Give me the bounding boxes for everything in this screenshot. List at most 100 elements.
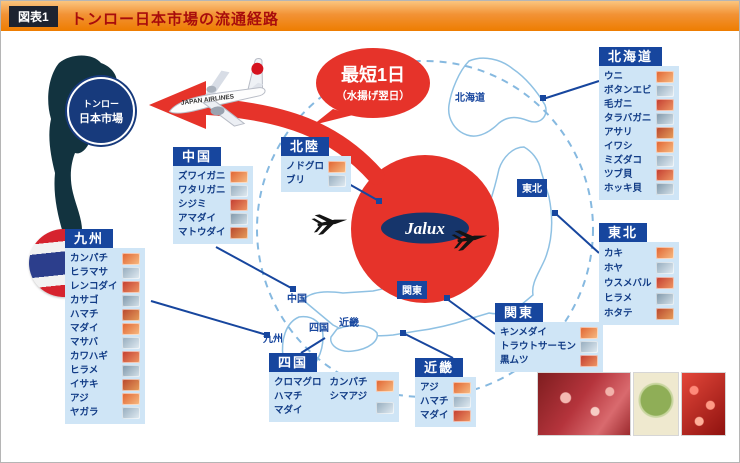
region-box-shikoku: 四国 クロマグロ ハマチ マダイ カンパチ シマアジ (269, 353, 399, 422)
food-photo (452, 381, 471, 394)
item-label: トラウトサーモン (500, 341, 577, 352)
map-label-shikoku: 四国 (309, 323, 329, 334)
food-photo-column (655, 246, 674, 321)
item-label: ズワイガニ (178, 171, 226, 182)
bubble-line1: 最短1日 (341, 64, 405, 85)
food-photo (655, 262, 674, 275)
region-box-hokkaido: 北海道 ウニ ボタンエビ 毛ガニ タラバガニ アサリ イワシ ミズダコ ツブ貝 … (599, 47, 679, 200)
bubble-line2: （水揚げ翌日） (336, 89, 410, 102)
food-photo (229, 227, 248, 240)
food-photo (328, 160, 347, 173)
item-label: ウスメバル (604, 278, 652, 289)
item-label: 毛ガニ (604, 99, 633, 110)
item-label: マトウダイ (178, 227, 226, 238)
logo-line2: 日本市場 (79, 112, 123, 125)
food-photo (655, 112, 674, 125)
item-label: ハマチ (274, 391, 303, 402)
region-title: 東北 (599, 223, 648, 242)
region-title: 四国 (269, 353, 318, 372)
item-label: ツブ貝 (604, 169, 633, 180)
food-photo (121, 252, 140, 265)
food-photo (452, 410, 471, 423)
food-photo (229, 184, 248, 197)
item-label: ホッキ貝 (604, 183, 643, 194)
food-photo (121, 266, 140, 279)
map-label-kanto: 関東 (397, 281, 427, 299)
item-label: カンパチ (70, 253, 109, 264)
item-label: アサリ (604, 127, 633, 138)
item-label: キンメダイ (500, 327, 547, 338)
food-photo-column (580, 326, 599, 368)
item-label: アジ (70, 393, 89, 404)
item-label: カサゴ (70, 295, 99, 306)
food-photo (121, 393, 140, 406)
item-label: ヤガラ (70, 407, 99, 418)
item-label: カンパチ (329, 377, 368, 388)
item-label: ウニ (604, 71, 624, 82)
photo-red-fruits (681, 372, 726, 436)
food-photo (121, 351, 140, 364)
food-photo (452, 395, 471, 408)
food-photo (655, 155, 674, 168)
region-title: 北海道 (599, 47, 663, 66)
region-title: 北陸 (281, 137, 330, 156)
food-photo (121, 407, 140, 420)
header-band (1, 1, 739, 31)
region-title: 近畿 (415, 358, 464, 377)
item-label: カキ (604, 248, 624, 259)
item-label: シマアジ (329, 391, 368, 402)
page-title: トンロー日本市場の流通経路 (71, 11, 280, 28)
food-photo (229, 198, 248, 211)
region-box-kyushu: 九州 カンパチ ヒラマサ レンコダイ カサゴ ハマチ マダイ マサバ カワハギ … (65, 229, 145, 424)
region-title: 九州 (65, 229, 114, 248)
item-label: マダイ (420, 410, 449, 421)
map-label-hokkaido: 北海道 (455, 93, 485, 104)
food-photo-column (328, 160, 347, 188)
item-label: ヒラメ (70, 365, 99, 376)
region-title: 関東 (495, 303, 544, 322)
food-photo (655, 307, 674, 320)
connector-lines (150, 80, 600, 359)
item-label: シジミ (178, 199, 207, 210)
food-photo (655, 247, 674, 260)
hokkaido-island (447, 57, 547, 137)
item-label: タラバガニ (604, 113, 652, 124)
logo-line1: トンロー (82, 98, 119, 109)
item-label: マサバ (70, 337, 99, 348)
food-photo (655, 126, 674, 139)
food-photo (655, 183, 674, 196)
food-photo (655, 84, 674, 97)
region-box-tohoku: 東北 カキ ホヤ ウスメバル ヒラメ ホタテ (599, 223, 679, 325)
map-label-chugoku: 中国 (287, 294, 307, 305)
shikoku-island (330, 324, 378, 353)
food-photo (328, 175, 347, 188)
item-label: マダイ (70, 323, 99, 334)
food-photo-column (121, 252, 140, 420)
region-box-hokuriku: 北陸 ノドグロ ブリ (281, 137, 352, 192)
food-photo (121, 322, 140, 335)
food-photo (121, 337, 140, 349)
item-label: ホヤ (604, 263, 624, 274)
figure-number-badge: 図表1 (9, 6, 58, 27)
food-photo (375, 401, 394, 414)
thonglor-market-logo: トンロー 日本市場 (67, 77, 135, 145)
food-photo-column (375, 376, 394, 418)
item-label: イワシ (604, 141, 633, 152)
food-photo (580, 340, 599, 353)
food-photo-column (655, 70, 674, 196)
food-photo (121, 379, 140, 392)
food-photo (375, 380, 394, 393)
item-label: カワハギ (70, 351, 108, 362)
jalux-logo-text: Jalux (404, 219, 445, 238)
speed-bubble: 最短1日 （水揚げ翌日） (313, 48, 430, 125)
food-photo-column (229, 170, 248, 240)
item-label: 黒ムツ (500, 355, 529, 366)
item-label: アジ (420, 382, 439, 393)
item-label: ホタテ (604, 308, 633, 319)
item-label: ボタンエビ (604, 85, 652, 96)
item-label: ワタリガニ (178, 185, 226, 196)
food-photo (655, 277, 674, 290)
photo-melon (633, 372, 679, 436)
food-photo (580, 355, 599, 368)
